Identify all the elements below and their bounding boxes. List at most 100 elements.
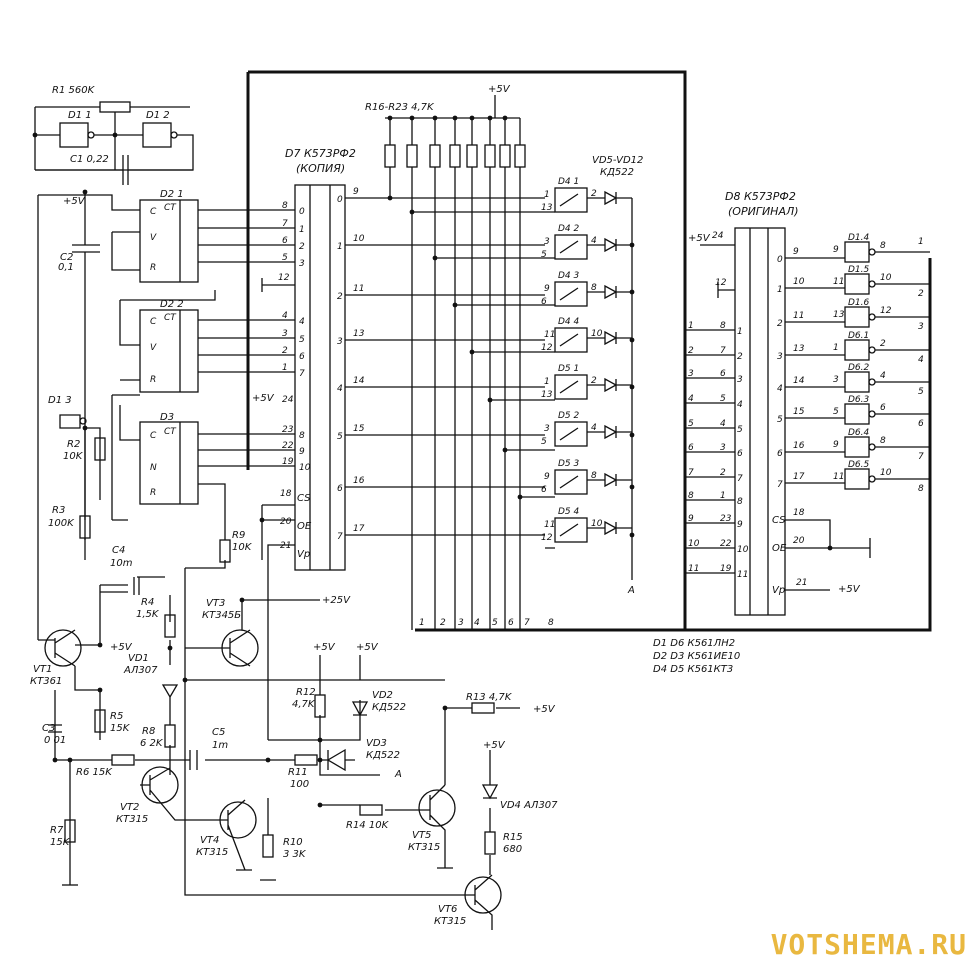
gate-label: D1 3 <box>48 395 72 406</box>
pin-number: 13 <box>833 310 845 320</box>
pin-number: 11 <box>833 472 844 482</box>
part-label: 10K <box>232 542 253 553</box>
pin-number: 7 <box>299 369 305 379</box>
pin-number: 3 <box>282 329 288 339</box>
part-label: 100K <box>48 518 75 529</box>
pin-number: 2 <box>737 352 743 362</box>
d8-oe-label: OE <box>772 543 787 554</box>
counter-label: CT <box>164 203 177 213</box>
pin-number: 9 <box>833 245 839 255</box>
pin-number: 1 <box>777 285 783 295</box>
counter-pin-label: V <box>150 343 157 353</box>
pin-number: 8 <box>282 201 288 211</box>
junction-dot <box>239 597 245 603</box>
pin-number: 20 <box>793 536 805 546</box>
counter-pin-label: C <box>150 207 157 217</box>
analog-switch <box>554 187 588 213</box>
junction-dot <box>167 645 173 651</box>
counter-pin-label: V <box>150 233 157 243</box>
junction-dot <box>317 802 323 808</box>
pin-number: 6 <box>337 484 343 494</box>
pin-number: 1 <box>688 321 694 331</box>
pin-number: 8 <box>880 241 886 251</box>
gate-label: D3 <box>160 412 174 423</box>
switch-output-diode <box>559 284 632 301</box>
pin-number: 6 <box>508 618 514 628</box>
inverter-bubble <box>868 346 876 354</box>
part-label: R7 <box>50 825 64 836</box>
supply-label: +5V <box>63 196 86 207</box>
pin-number: 2 <box>918 289 924 299</box>
junction-dot <box>112 132 118 138</box>
junction-dot <box>629 532 635 538</box>
pin-number: 5 <box>492 618 498 628</box>
pin-number: 10 <box>880 468 892 478</box>
pin-number: 6 <box>880 403 886 413</box>
pin-number: 3 <box>299 259 305 269</box>
pin-number: 5 <box>688 419 694 429</box>
junction-dot <box>82 189 88 195</box>
junction-dot <box>317 757 323 763</box>
gate-label: D1.5 <box>848 265 870 275</box>
pin-number: 24 <box>282 395 294 405</box>
junction-dot <box>387 115 393 121</box>
d8-cs-label: CS <box>772 515 786 526</box>
pin-number: 5 <box>737 425 743 435</box>
analog-switch <box>554 327 588 353</box>
supply-label: +5V <box>838 584 861 595</box>
part-label: КД522 <box>600 167 634 178</box>
pin-number: 8 <box>548 618 554 628</box>
pin-number: 8 <box>688 491 694 501</box>
inverter-bubble <box>868 378 876 386</box>
pin-number: 4 <box>337 384 343 394</box>
junction-dot <box>629 289 635 295</box>
pin-number: 1 <box>737 327 743 337</box>
inverter-bubble <box>868 475 876 483</box>
pin-number: 14 <box>353 376 365 386</box>
pin-number: 13 <box>793 344 805 354</box>
d8-subtitle: (ОРИГИНАЛ) <box>728 205 799 218</box>
part-label: КТ315 <box>196 847 228 858</box>
junction-dot <box>32 132 38 138</box>
part-label: 100 <box>290 779 309 790</box>
pin-number: 17 <box>793 472 805 482</box>
pin-number: 15 <box>793 407 805 417</box>
pin-number: 11 <box>793 311 804 321</box>
gate-label: D1 2 <box>146 110 170 121</box>
part-label: VD3 <box>366 738 387 749</box>
pin-number: 10 <box>688 539 700 549</box>
pin-number: 7 <box>777 480 783 490</box>
pin-number: 11 <box>544 520 555 530</box>
pin-number: 2 <box>282 346 288 356</box>
junction-dot <box>629 384 635 390</box>
part-label: R4 <box>141 597 154 608</box>
pin-number: 19 <box>282 457 294 467</box>
analog-switch <box>554 469 588 495</box>
switch-output-diode <box>559 424 632 441</box>
pin-number: 8 <box>591 471 597 481</box>
pin-number: 19 <box>720 564 732 574</box>
pin-number: 9 <box>299 447 305 457</box>
pin-number: 1 <box>833 343 839 353</box>
inverter-bubble <box>868 248 876 256</box>
pin-number: 5 <box>541 437 547 447</box>
pin-number: 5 <box>918 387 924 397</box>
counter-label: CT <box>164 427 177 437</box>
pin-number: 13 <box>541 203 553 213</box>
pin-number: 3 <box>544 237 550 247</box>
part-label: VD2 <box>372 690 393 701</box>
junction-dot <box>432 115 438 121</box>
part-label: R14 10K <box>346 820 390 831</box>
pin-number: 9 <box>688 514 694 524</box>
pin-number: 13 <box>541 390 553 400</box>
junction-dot <box>67 757 73 763</box>
pin-number: 3 <box>720 443 726 453</box>
gate-label: D1.4 <box>848 233 870 243</box>
part-label: VT1 <box>33 664 52 675</box>
pin-number: 14 <box>793 376 805 386</box>
junction-dot <box>452 115 458 121</box>
pin-number: 10 <box>299 463 311 473</box>
part-label: R16-R23 4,7K <box>365 102 435 113</box>
part-label: VT2 <box>120 802 139 813</box>
counter-pin-label: N <box>150 463 157 473</box>
